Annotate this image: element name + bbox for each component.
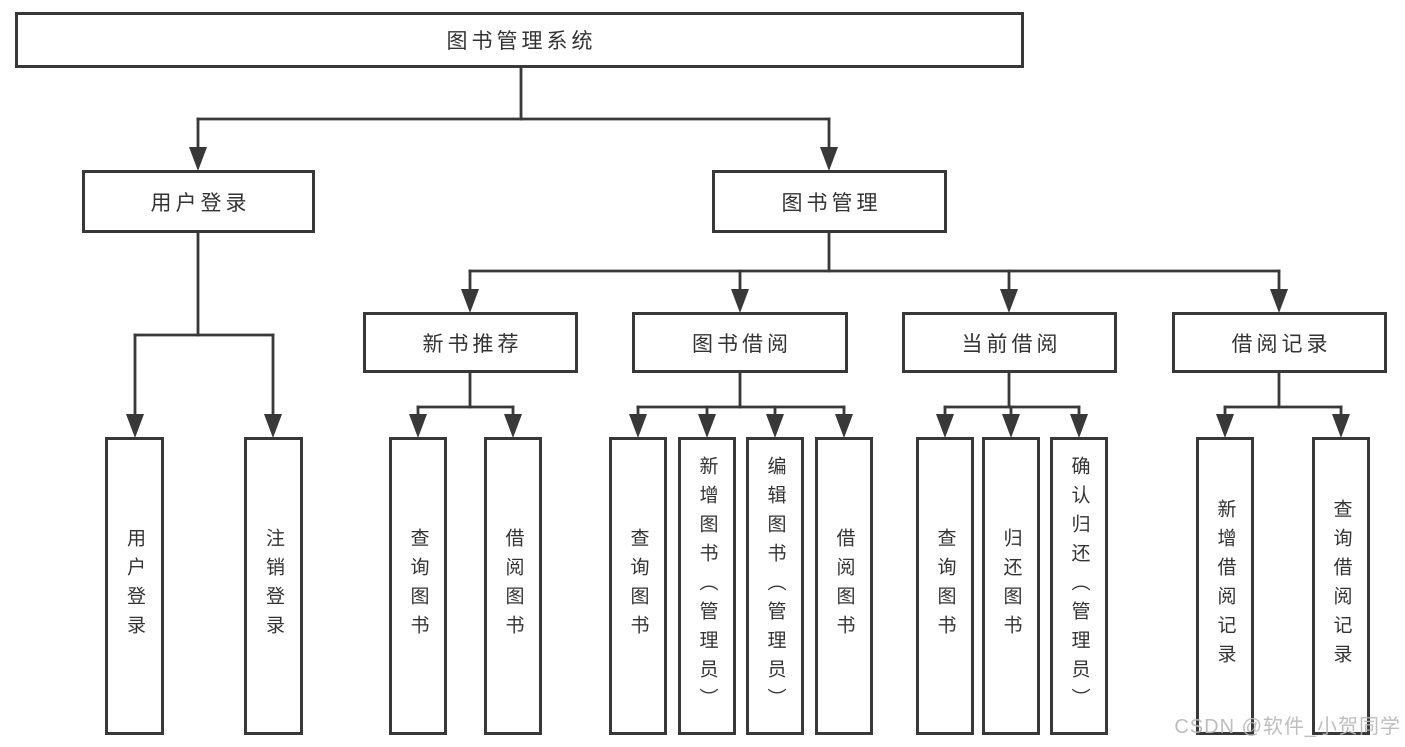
node-book-management: 图书管理 (712, 170, 947, 233)
leaf-bb-borrow-books-label: 借阅图书 (833, 528, 855, 644)
arrowheads (126, 147, 1350, 438)
leaf-bb-edit-books-label: 编辑图书（管理员） (764, 455, 786, 717)
leaf-bb-add-books: 新增图书（管理员） (678, 437, 736, 735)
leaf-user-login-label: 用户登录 (124, 528, 145, 644)
node-new-book-recommend: 新书推荐 (363, 312, 578, 373)
node-root: 图书管理系统 (15, 12, 1024, 68)
node-borrowing-records-label: 借阅记录 (1231, 332, 1332, 356)
node-user-login-label: 用户登录 (150, 191, 251, 215)
leaf-nb-query-books: 查询图书 (389, 437, 447, 735)
leaf-cb-query-books-label: 查询图书 (934, 528, 956, 644)
leaf-bb-edit-books: 编辑图书（管理员） (746, 437, 804, 735)
leaf-nb-borrow-books-label: 借阅图书 (502, 528, 524, 644)
leaf-br-query-record: 查询借阅记录 (1312, 437, 1370, 735)
leaf-bb-borrow-books: 借阅图书 (815, 437, 873, 735)
leaf-logout: 注销登录 (244, 437, 303, 735)
node-user-login: 用户登录 (82, 170, 315, 233)
csdn-watermark: CSDN @软件_小贺同学 (1174, 716, 1401, 738)
leaf-cb-confirm-return: 确认归还（管理员） (1050, 437, 1108, 735)
node-borrowing-records: 借阅记录 (1172, 312, 1387, 373)
leaf-cb-return-books-label: 归还图书 (1000, 528, 1022, 644)
leaf-nb-query-books-label: 查询图书 (407, 528, 429, 644)
node-current-borrowing-label: 当前借阅 (961, 332, 1062, 356)
leaf-cb-confirm-return-label: 确认归还（管理员） (1068, 455, 1090, 717)
node-book-borrowing: 图书借阅 (632, 312, 848, 373)
leaf-logout-label: 注销登录 (263, 528, 284, 644)
node-book-management-label: 图书管理 (781, 191, 882, 215)
leaf-br-add-record: 新增借阅记录 (1196, 437, 1254, 735)
leaf-cb-return-books: 归还图书 (982, 437, 1040, 735)
leaf-br-add-record-label: 新增借阅记录 (1214, 499, 1236, 673)
node-book-borrowing-label: 图书借阅 (692, 332, 792, 356)
leaf-user-login: 用户登录 (105, 437, 164, 735)
leaf-nb-borrow-books: 借阅图书 (484, 437, 542, 735)
node-new-book-recommend-label: 新书推荐 (422, 332, 523, 356)
leaf-bb-query-books-label: 查询图书 (627, 528, 649, 644)
leaf-bb-add-books-label: 新增图书（管理员） (696, 455, 718, 717)
node-root-label: 图书管理系统 (446, 30, 597, 53)
leaf-bb-query-books: 查询图书 (609, 437, 667, 735)
leaf-br-query-record-label: 查询借阅记录 (1330, 499, 1352, 673)
leaf-cb-query-books: 查询图书 (916, 437, 974, 735)
node-current-borrowing: 当前借阅 (902, 312, 1117, 373)
